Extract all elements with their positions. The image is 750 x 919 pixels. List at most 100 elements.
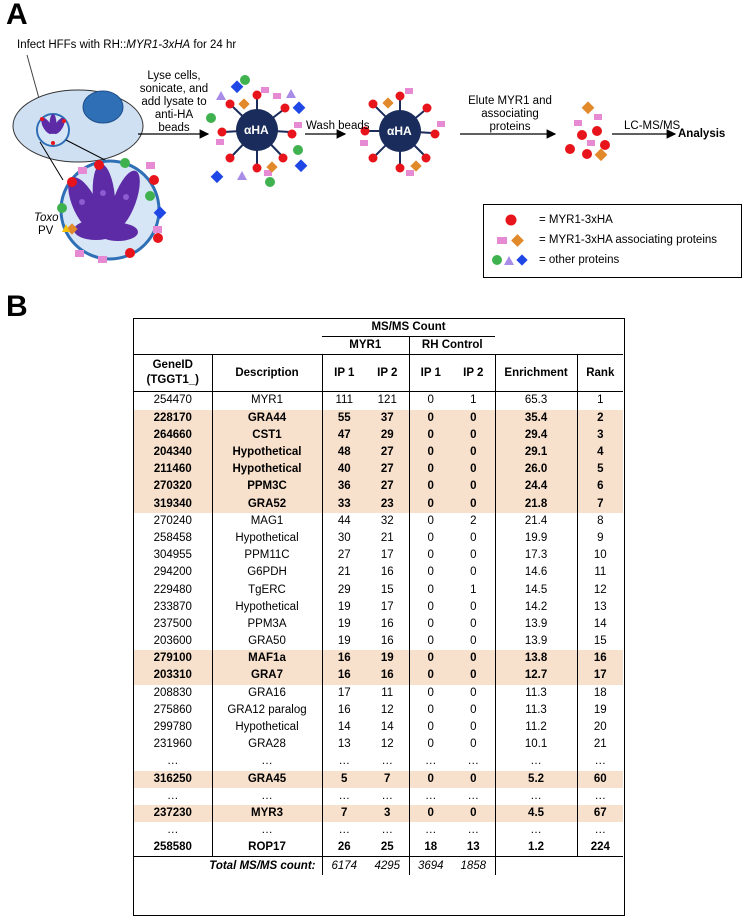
table-cell: … xyxy=(211,787,322,805)
table-row: …………………… xyxy=(134,822,624,840)
table-cell: 1 xyxy=(576,391,624,410)
table-cell: … xyxy=(167,755,179,768)
table-cell: 18 xyxy=(576,684,624,702)
ms-count-table: MS/MS Count MYR1 RH Control GeneID(TGGT1… xyxy=(133,318,625,916)
lyse-instructions: Lyse cells, sonicate, and add lysate to … xyxy=(139,70,209,134)
table-cell: 19 xyxy=(321,633,366,651)
table-cell: … xyxy=(321,787,366,805)
table-cell: 29 xyxy=(321,581,366,599)
table-cell: … xyxy=(408,753,452,771)
table-cell: 0 xyxy=(470,549,477,562)
table-cell: 19 xyxy=(321,598,366,616)
table-cell: 17 xyxy=(380,549,394,562)
table-cell: 13 xyxy=(466,841,480,854)
table-cell: 12 xyxy=(380,738,394,751)
table-cell: Hypothetical xyxy=(211,443,322,462)
table-cell: … xyxy=(167,824,179,837)
col-myr1-ip1: IP 1 xyxy=(321,354,366,392)
table-cell: 264660 xyxy=(134,426,212,444)
table-cell: 21.8 xyxy=(494,495,578,513)
table-cell: 203600 xyxy=(153,635,192,648)
table-cell: 0 xyxy=(452,461,496,479)
total-rh-ip1: 3694 xyxy=(408,856,452,875)
table-cell: 204340 xyxy=(134,443,212,462)
bead-label-1: αHA xyxy=(244,123,269,137)
table-cell: 121 xyxy=(366,391,409,410)
table-cell: 1 xyxy=(470,583,477,596)
table-cell: 19.9 xyxy=(494,529,578,548)
bead-washed xyxy=(360,88,445,176)
col-rh-ip2: IP 2 xyxy=(452,354,496,392)
table-cell: 17 xyxy=(380,600,394,613)
table-cell: 16 xyxy=(380,566,394,579)
table-cell: MYR3 xyxy=(211,804,322,823)
total-myr1-ip2: 4295 xyxy=(366,856,409,875)
table-cell: 20 xyxy=(576,718,624,737)
table-cell: 55 xyxy=(321,409,366,427)
table-cell: 19 xyxy=(321,615,366,633)
table-cell: … xyxy=(381,755,394,768)
table-cell: 224 xyxy=(576,839,624,857)
table-cell: 16 xyxy=(321,650,366,668)
table-cell: 14.2 xyxy=(494,598,578,616)
table-row: …………………… xyxy=(134,787,624,805)
table-cell: 229480 xyxy=(153,583,192,596)
table-cell: 27 xyxy=(366,478,409,496)
table-cell: 0 xyxy=(408,650,452,668)
table-cell: 0 xyxy=(470,600,477,613)
table-cell: 29.1 xyxy=(494,443,578,462)
col-geneid: GeneID(TGGT1_) xyxy=(134,354,212,392)
table-cell: … xyxy=(576,787,624,805)
table-cell: 25 xyxy=(380,841,394,854)
table-cell: 237230 xyxy=(134,804,212,823)
total-myr1-ip1: 6174 xyxy=(321,856,366,875)
table-cell: 0 xyxy=(408,443,452,462)
table-cell: … xyxy=(576,753,624,771)
table-cell: 67 xyxy=(576,804,624,823)
table-cell: 0 xyxy=(470,738,477,751)
table-cell: 7 xyxy=(366,770,409,788)
table-cell: 12 xyxy=(576,581,624,599)
table-cell: 21 xyxy=(380,531,394,544)
table-cell: GRA12 paralog xyxy=(211,701,322,719)
table-cell: … xyxy=(167,789,179,802)
table-cell: 16 xyxy=(380,617,394,630)
table-cell: 0 xyxy=(452,478,496,496)
panel-a-label: A xyxy=(6,0,28,31)
table-cell: 0 xyxy=(452,667,496,685)
table-row: …………………… xyxy=(134,753,624,771)
table-cell: 40 xyxy=(321,461,366,479)
table-cell: 211460 xyxy=(134,461,212,479)
table-cell: 11 xyxy=(576,564,624,582)
table-cell: GRA44 xyxy=(211,409,322,427)
table-cell: 5 xyxy=(321,770,366,788)
table-cell: 12 xyxy=(380,703,394,716)
table-cell: 4.5 xyxy=(494,804,578,823)
table-cell: 10 xyxy=(576,547,624,565)
table-cell: 11.3 xyxy=(494,701,578,719)
table-cell: 16 xyxy=(366,667,409,685)
table-cell: … xyxy=(321,822,366,840)
lcms-label: LC-MS/MS xyxy=(624,120,681,132)
table-cell: 0 xyxy=(452,650,496,668)
table-cell: … xyxy=(494,822,578,840)
table-cell: 44 xyxy=(321,512,366,530)
table-cell: 275860 xyxy=(153,703,192,716)
table-cell: 0 xyxy=(408,770,452,788)
table-cell: 27 xyxy=(321,547,366,565)
table-cell: 0 xyxy=(452,426,496,444)
table-cell: … xyxy=(467,789,480,802)
table-cell: … xyxy=(211,753,322,771)
table-cell: 304955 xyxy=(153,549,192,562)
table-cell: 0 xyxy=(470,531,477,544)
table-cell: GRA52 xyxy=(211,495,322,513)
table-cell: 111 xyxy=(321,391,366,410)
